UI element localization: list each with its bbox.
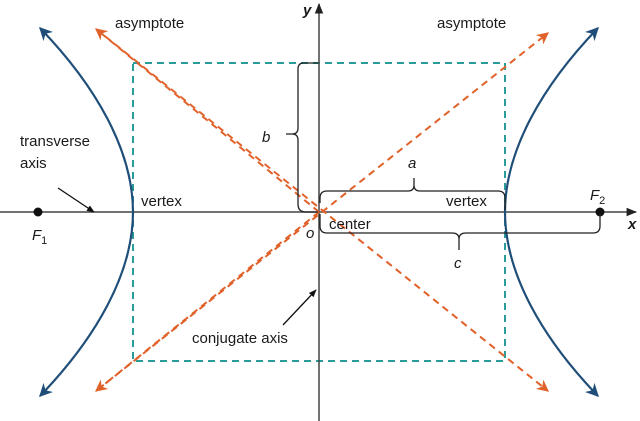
c-label: c <box>454 255 462 272</box>
focus-2-point <box>595 207 605 217</box>
origin-label: o <box>306 225 314 242</box>
vertex-label-right: vertex <box>446 193 487 210</box>
focus-2-label: F2 <box>590 187 605 207</box>
focus-1-subscript: 1 <box>41 235 47 247</box>
focus-2-subscript: 2 <box>599 195 605 207</box>
transverse-axis-pointer <box>57 187 95 213</box>
asymptote-label-right: asymptote <box>437 15 506 32</box>
asymptote-line-1-end <box>95 211 320 392</box>
asymptote-line-1 <box>95 32 549 392</box>
focus-1-point <box>33 207 43 217</box>
asymptote-line-2 <box>95 28 549 392</box>
b-brace <box>286 62 318 213</box>
vertex-label-left: vertex <box>141 193 182 210</box>
hyperbola-right-branch-upper <box>503 27 599 213</box>
x-axis-label: x <box>627 216 637 233</box>
asymptote-label-left: asymptote <box>115 15 184 32</box>
focus-2-letter: F <box>590 187 600 204</box>
a-label: a <box>408 155 416 172</box>
transverse-axis-label-line2: axis <box>20 155 47 172</box>
hyperbola-right-branch-lower <box>503 211 599 397</box>
transverse-axis-label-line1: transverse <box>20 133 90 150</box>
b-label: b <box>262 129 270 146</box>
focus-1-label: F1 <box>32 227 47 247</box>
a-brace <box>319 178 506 210</box>
hyperbola-left-branch-upper <box>39 27 135 213</box>
focus-1-letter: F <box>32 227 42 244</box>
c-brace <box>319 214 601 250</box>
hyperbola-left-branch-lower <box>39 211 135 397</box>
conjugate-axis-label: conjugate axis <box>192 330 288 347</box>
asymptote-line-2-end <box>95 28 320 213</box>
y-axis-label: y <box>302 2 312 19</box>
center-label: center <box>329 216 371 233</box>
conjugate-axis-pointer <box>282 289 317 326</box>
